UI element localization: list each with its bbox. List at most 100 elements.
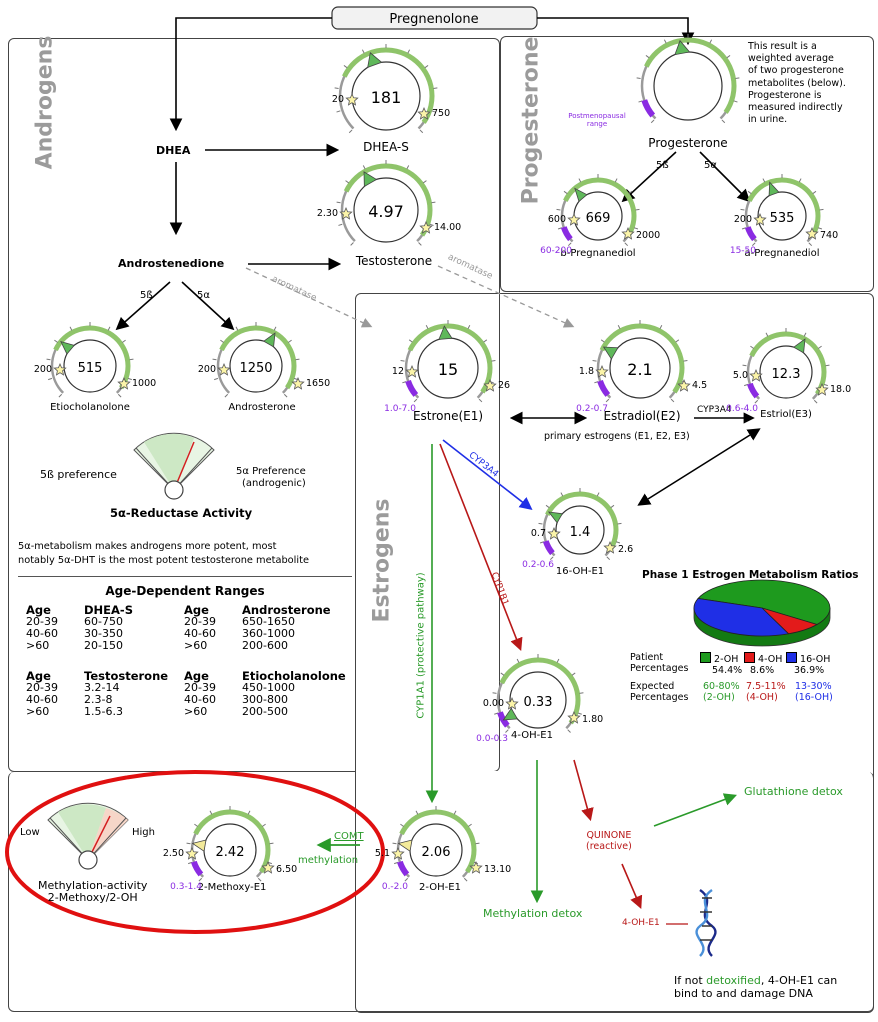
cyp1a1-label: CYP1A1 (protective pathway) bbox=[415, 572, 427, 719]
etiochol-label: Etiocholanolone bbox=[50, 401, 130, 413]
methoxy-value: 2.42 bbox=[215, 844, 245, 860]
meth-high-label: High bbox=[132, 827, 155, 838]
andros-low: 200 bbox=[197, 363, 216, 375]
cyp3a4-label-a: CYP3A4 bbox=[697, 405, 732, 415]
dheas-pointer bbox=[367, 52, 383, 68]
dna-icon bbox=[695, 889, 717, 957]
testosterone-pointer bbox=[363, 171, 378, 188]
testosterone-low-star bbox=[339, 206, 353, 220]
apreg-high: 740 bbox=[820, 229, 839, 241]
oh16-low: 0.7 bbox=[530, 527, 546, 539]
arrow-16oh-e3 bbox=[637, 428, 761, 506]
etiochol-low-star bbox=[53, 362, 67, 376]
dheas-low: 20 bbox=[331, 93, 344, 105]
andros-high: 1650 bbox=[306, 377, 331, 389]
meth-low-label: Low bbox=[20, 827, 40, 838]
reductase-gauge bbox=[133, 432, 215, 500]
oh2-high-star bbox=[469, 860, 483, 874]
estradiol-label: Estradiol(E2) bbox=[603, 408, 681, 423]
bpreg-value: 669 bbox=[585, 210, 611, 226]
estrone-value: 15 bbox=[437, 360, 459, 380]
etiochol-low: 200 bbox=[33, 363, 52, 375]
methoxy-high: 6.50 bbox=[276, 863, 298, 875]
reductase-note-1: 5α-metabolism makes androgens more poten… bbox=[18, 541, 277, 552]
andros-low-star bbox=[217, 362, 231, 376]
oh2-label: 2-OH-E1 bbox=[419, 881, 461, 893]
reductase-note-2: notably 5α-DHT is the most potent testos… bbox=[18, 555, 309, 566]
arrow-preg-prog bbox=[537, 17, 695, 46]
detox-panel bbox=[8, 772, 874, 1012]
expected-4oh: 7.5-11%(4-OH) bbox=[746, 681, 786, 703]
estrone-high: 26 bbox=[498, 379, 511, 391]
oh16-pm: 0.2-0.6 bbox=[522, 560, 554, 571]
quinone-label: QUINONE(reactive) bbox=[586, 830, 632, 852]
arrow-quinone-4oh bbox=[621, 863, 643, 909]
estriol-high: 18.0 bbox=[830, 383, 852, 395]
oh2-value: 2.06 bbox=[421, 844, 451, 860]
expected-2oh: 60-80%(2-OH) bbox=[703, 681, 740, 703]
expected-16oh: 13-30%(16-OH) bbox=[795, 681, 833, 703]
estrone-high-star bbox=[483, 378, 497, 392]
methylation-detox-label: Methylation detox bbox=[483, 907, 583, 920]
testosterone-high-star bbox=[419, 220, 433, 234]
oh16-high: 2.6 bbox=[618, 543, 634, 555]
bpreg-high-star bbox=[621, 226, 635, 240]
apreg-low-star bbox=[753, 212, 767, 226]
estradiol-high-star bbox=[677, 378, 691, 392]
dheas-gauge bbox=[334, 44, 438, 134]
oh4-label: 4-OH-E1 bbox=[511, 729, 553, 741]
estradiol-pm: 0.2-0.7 bbox=[576, 404, 608, 415]
legend-16oh-swatch bbox=[786, 652, 797, 663]
ranges-divider bbox=[18, 576, 352, 577]
oh4-low: 0.00 bbox=[482, 697, 504, 709]
ratios-title: Phase 1 Estrogen Metabolism Ratios bbox=[642, 569, 859, 581]
methoxy-low-star bbox=[185, 846, 199, 860]
oh4-low-star bbox=[505, 696, 519, 710]
p-beta5-label: 5ß bbox=[656, 160, 669, 171]
andros-value: 1250 bbox=[239, 360, 273, 376]
apreg-high-star bbox=[805, 226, 819, 240]
apreg-pm: 15-50 bbox=[729, 246, 756, 257]
apreg-low: 200 bbox=[733, 213, 752, 225]
estriol-high-star bbox=[815, 382, 829, 396]
oh16-high-star bbox=[603, 540, 617, 554]
reductase-left-label: 5ß preference bbox=[40, 468, 117, 481]
oh16-gauge bbox=[538, 488, 622, 561]
bpreg-pointer bbox=[574, 187, 588, 203]
estriol-pm: 0.6-4.0 bbox=[726, 404, 758, 415]
reductase-right-label-2: (androgenic) bbox=[242, 478, 306, 489]
oh2-pointer bbox=[397, 839, 413, 852]
methoxy-pointer bbox=[191, 839, 207, 852]
apreg-gauge bbox=[740, 174, 824, 247]
bpreg-low-star bbox=[567, 212, 581, 226]
estriol-gauge bbox=[742, 328, 830, 404]
legend-16oh: 16-OH 36.9% bbox=[786, 652, 830, 676]
oh4e1-dna-label: 4-OH-E1 bbox=[622, 918, 660, 928]
estriol-low-star bbox=[749, 368, 763, 382]
highlight-ellipse bbox=[5, 770, 385, 934]
oh2-gauge bbox=[391, 806, 483, 882]
reductase-title: 5α-Reductase Activity bbox=[110, 506, 253, 520]
testosterone-high: 14.00 bbox=[434, 221, 462, 233]
reductase-right-label-1: 5α Preference bbox=[236, 466, 306, 477]
legend-4oh-swatch bbox=[744, 652, 755, 663]
arrow-aromatase-1 bbox=[245, 267, 373, 328]
oh4-value: 0.33 bbox=[523, 694, 553, 710]
primary-estrogens-label: primary estrogens (E1, E2, E3) bbox=[544, 431, 690, 442]
oh4-high-star bbox=[567, 710, 581, 724]
estrone-low-star bbox=[405, 364, 419, 378]
oh2-low-star bbox=[391, 846, 405, 860]
methoxy-gauge bbox=[185, 806, 275, 882]
methylation-gauge bbox=[47, 802, 129, 870]
apreg-value: 535 bbox=[769, 210, 795, 226]
oh2-high: 13.10 bbox=[484, 863, 512, 875]
pie-slice-2-OH bbox=[697, 579, 831, 625]
legend-2oh: 2-OH 54.4% bbox=[700, 652, 742, 676]
progesterone-label: Progesterone bbox=[648, 135, 728, 150]
dheas-high-star bbox=[417, 106, 431, 120]
estriol-low: 5.0 bbox=[732, 369, 748, 381]
dhea-label: DHEA bbox=[156, 144, 191, 157]
estrone-low: 12 bbox=[391, 365, 404, 377]
